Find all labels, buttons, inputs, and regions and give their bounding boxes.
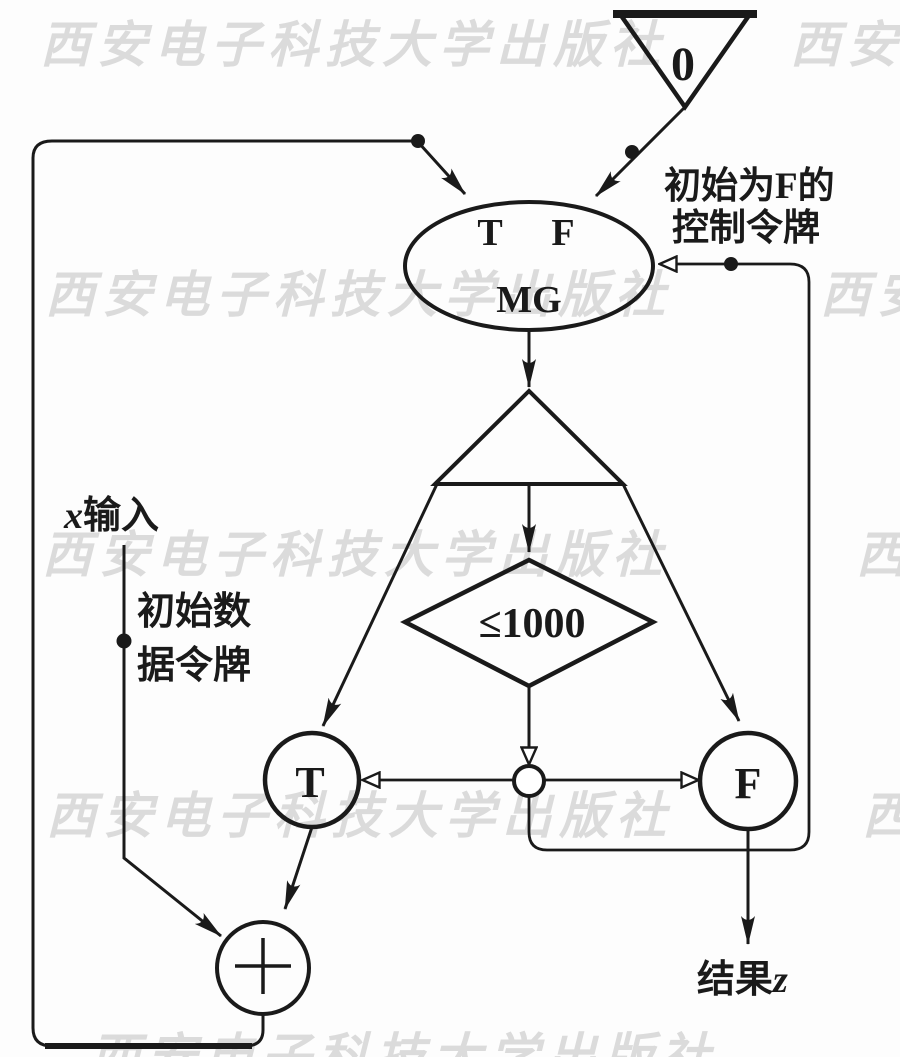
duplicator-triangle-icon [430, 388, 628, 486]
x-input-text: 输入 [83, 495, 159, 537]
merge-gate-node: T F MG [403, 200, 655, 332]
true-gate-label: T [295, 758, 324, 807]
watermark-row: 西安电子科技大学出版社 [40, 17, 667, 73]
result-text: 结果 [697, 959, 773, 1001]
x-input-caption: x输入 [63, 495, 159, 537]
edge-zero-into-mg-f [594, 105, 687, 198]
edge-control-feedback-to-mg [527, 264, 811, 852]
merge-gate-true-port-label: T [477, 212, 502, 254]
edge-true-gate-to-adder [283, 826, 314, 910]
edge-feedback-into-mg-t [416, 140, 467, 196]
watermark-row: 西安电子科技大学出版社 [790, 17, 900, 73]
initial-data-token-caption-line1: 初始数 [137, 591, 251, 633]
true-gate-circle-icon [262, 730, 362, 830]
control-token-caption-line2: 控制令牌 [672, 207, 820, 249]
token-dot-zero [625, 145, 639, 159]
merge-gate-label: MG [496, 279, 561, 321]
result-caption: 结果z [697, 959, 788, 1001]
false-gate-node: F [697, 730, 799, 832]
merge-gate-ellipse-icon [403, 200, 655, 332]
control-replicator-circle-icon [512, 764, 546, 798]
predicate-diamond-icon [400, 557, 658, 689]
false-gate-label: F [735, 759, 762, 808]
edges [31, 105, 811, 1049]
edge-duplicator-to-false-gate [621, 483, 741, 722]
merge-gate-false-port-label: F [551, 212, 574, 254]
watermark-row: 西安电子科技大学出版社 [856, 527, 900, 583]
zero-source-label: 0 [671, 38, 695, 91]
token-dot-feedback [411, 134, 425, 148]
annotations: 初始为F的 控制令牌 x输入 初始数 据令牌 结果z [63, 165, 835, 1001]
edge-adder-feedback-loop [31, 139, 418, 1048]
predicate-node: ≤1000 [400, 557, 658, 689]
predicate-label: ≤1000 [478, 601, 585, 647]
false-gate-circle-icon [697, 730, 799, 832]
token-dot-initial-data [116, 633, 132, 649]
zero-source-node: 0 [613, 10, 757, 111]
x-input-variable: x [63, 495, 83, 537]
adder-node [215, 920, 311, 1016]
edge-duplicator-to-true-gate [321, 483, 439, 727]
control-token-caption-line1: 初始为F的 [664, 165, 835, 207]
result-variable: z [771, 959, 788, 1001]
nodes: 0 T F MG ≤1000 T F [215, 10, 799, 1016]
true-gate-node: T [262, 730, 362, 830]
watermark-row: 西安电子科技大学出版社 [820, 267, 900, 323]
watermark-row: 西安电子科技大学出版社 [862, 788, 900, 844]
adder-circle-icon [215, 920, 311, 1016]
watermark-row: 西安电子科技大学出版社 [46, 788, 673, 844]
token-dot-control [724, 257, 738, 271]
watermark-row: 西安电子科技大学出版社 [45, 267, 672, 323]
initial-data-token-caption-line2: 据令牌 [137, 645, 251, 687]
edge-x-input-to-adder [122, 545, 222, 938]
